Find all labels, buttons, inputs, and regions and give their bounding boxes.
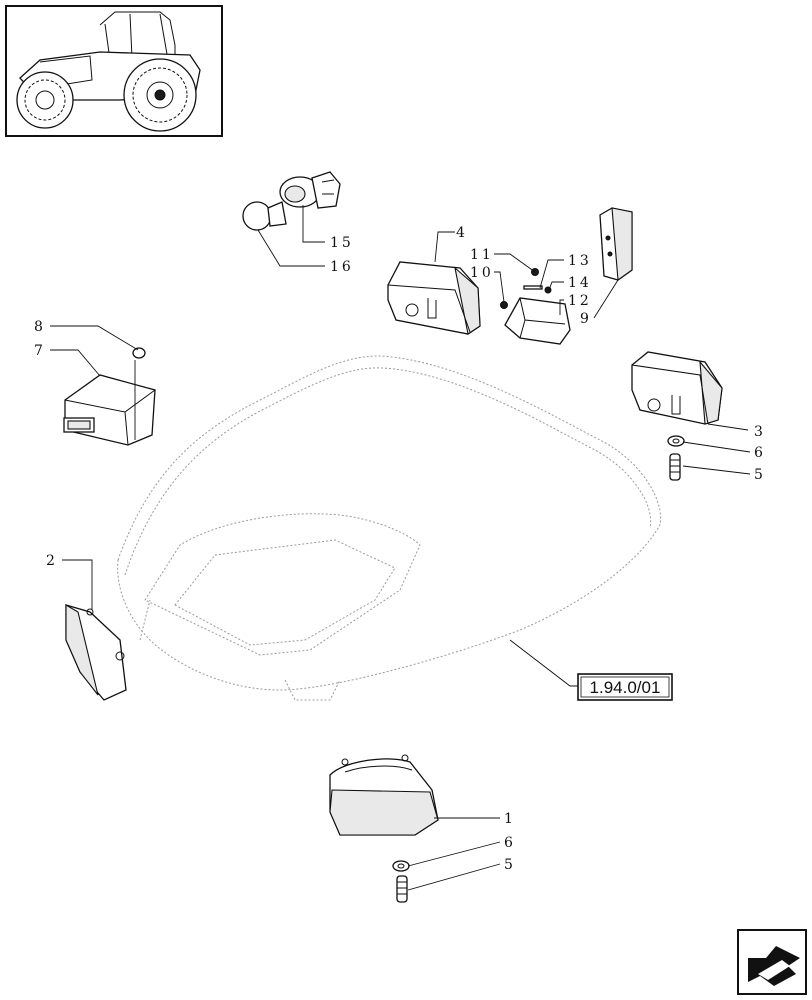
callout-16: 16 <box>330 259 354 275</box>
callout-6a: 6 <box>754 445 766 461</box>
side-indicator-lamp-part <box>65 604 127 701</box>
callout-3: 3 <box>754 424 766 440</box>
callout-15: 15 <box>330 235 354 251</box>
rear-work-lamp-part <box>631 351 723 481</box>
flasher-unit-part <box>63 347 156 446</box>
callout-10: 10 <box>470 265 494 281</box>
reference-box[interactable]: 1.94.0/01 <box>577 673 673 701</box>
callout-7: 7 <box>34 343 46 359</box>
front-lamp-part <box>329 754 439 903</box>
callout-12: 12 <box>568 293 592 309</box>
callout-6b: 6 <box>504 835 516 851</box>
callout-5a: 5 <box>754 467 766 483</box>
leader-lines <box>50 205 751 891</box>
callout-11: 11 <box>470 247 494 263</box>
callout-5b: 5 <box>504 857 516 873</box>
marker-lamp-part <box>599 207 633 282</box>
tractor-thumbnail-icon <box>5 5 223 137</box>
work-lamp-part <box>387 261 481 335</box>
callout-13: 13 <box>568 253 592 269</box>
reference-box-label: 1.94.0/01 <box>590 678 661 697</box>
bulb-part <box>242 201 287 231</box>
callout-1: 1 <box>504 811 516 827</box>
bulb-socket-part <box>279 171 341 209</box>
callout-labels: 15 16 4 11 10 13 14 12 9 8 7 2 3 6 5 1 6… <box>34 225 766 873</box>
next-page-arrow-icon[interactable] <box>737 929 807 995</box>
callout-4: 4 <box>456 225 468 241</box>
callout-14: 14 <box>568 275 592 291</box>
cab-roof-outline <box>117 355 662 701</box>
callout-8: 8 <box>34 319 46 335</box>
callout-9: 9 <box>580 311 592 327</box>
callout-2: 2 <box>46 553 58 569</box>
